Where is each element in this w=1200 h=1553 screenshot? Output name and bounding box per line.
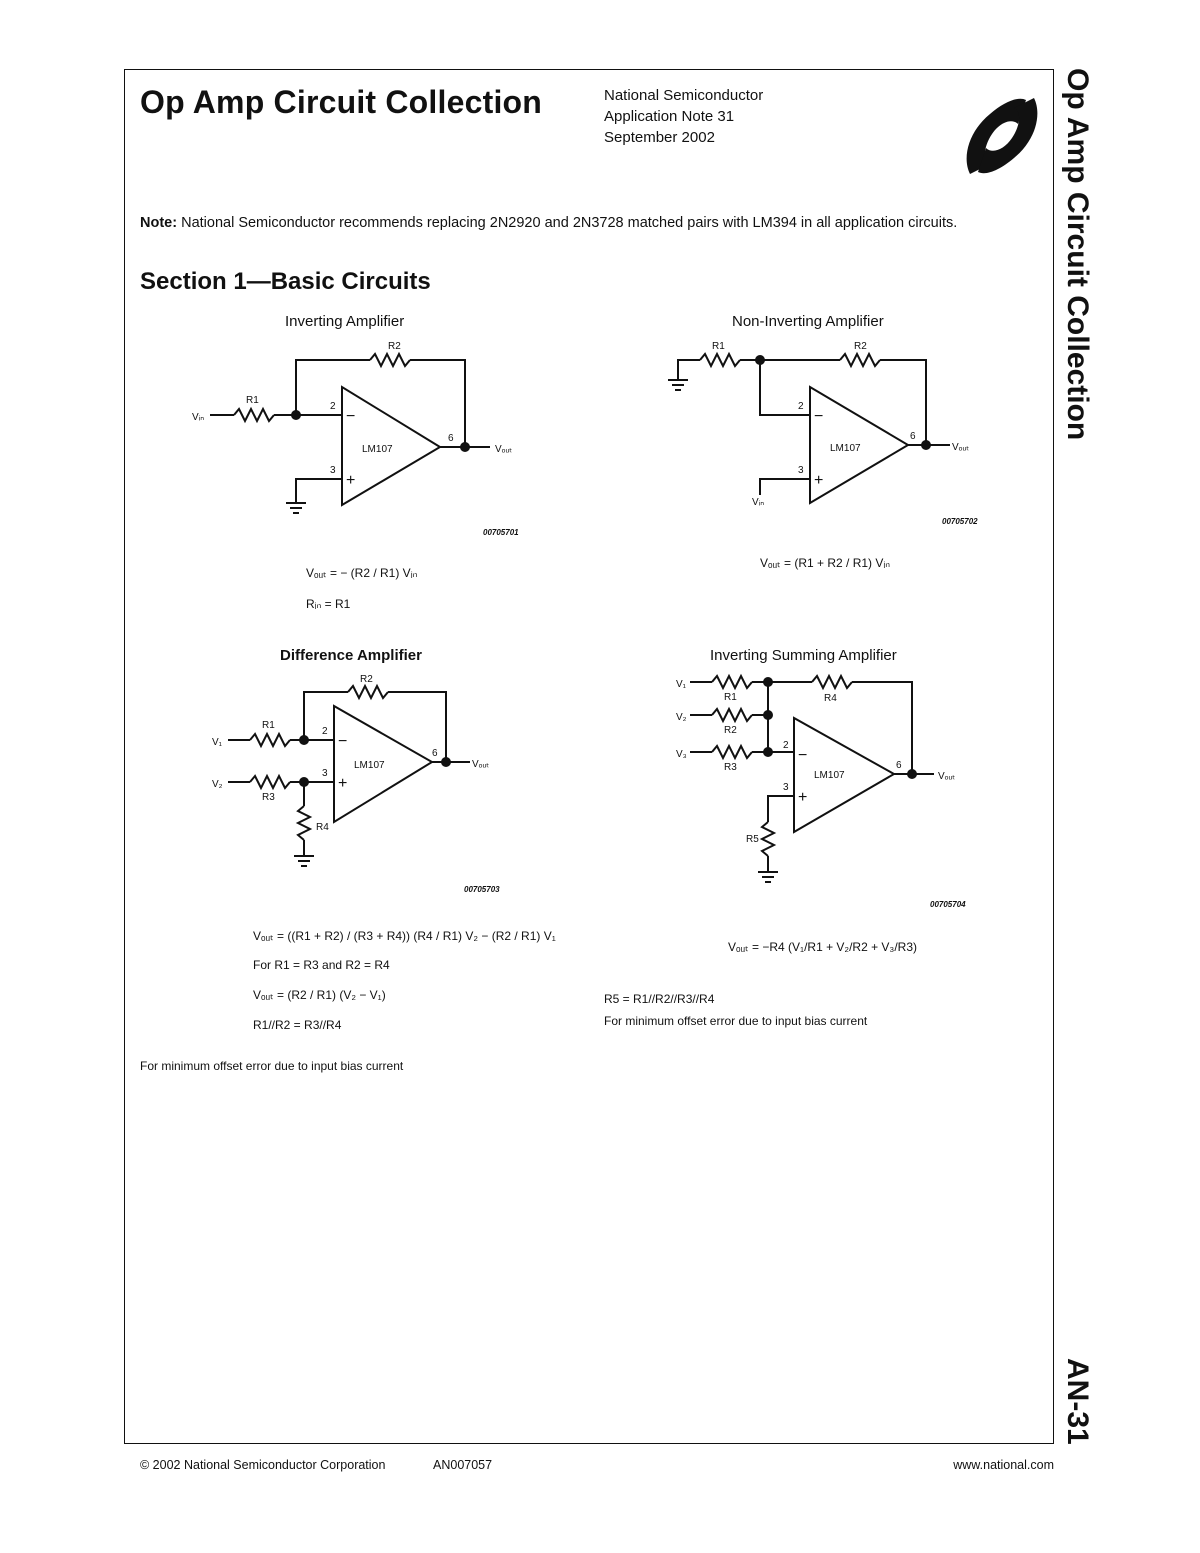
noninverting-input-sign: +: [346, 472, 355, 489]
vout-label: Vₒᵤₜ: [472, 759, 489, 770]
vin-label: Vᵢₙ: [192, 412, 204, 423]
header-info: National Semiconductor Application Note …: [604, 85, 763, 148]
difference-amplifier-title: Difference Amplifier: [280, 647, 422, 664]
page-frame: [124, 69, 1054, 1444]
vout-label: Vₒᵤₜ: [938, 771, 955, 782]
op-amp-label: LM107: [814, 770, 845, 781]
figure-number: 00705703: [464, 885, 500, 894]
noninverting-input-sign: +: [338, 775, 347, 792]
v1-label: V₁: [212, 737, 223, 748]
pin2-label: 2: [322, 726, 328, 737]
pin6-label: 6: [432, 748, 438, 759]
difference-condition: For R1 = R3 and R2 = R4: [253, 958, 390, 972]
inverting-input-sign: −: [814, 408, 823, 425]
noninverting-amplifier-title: Non-Inverting Amplifier: [732, 313, 884, 330]
r4-label: R4: [824, 693, 837, 704]
summing-bias-note: For minimum offset error due to input bi…: [604, 1014, 868, 1028]
v1-label: V₁: [676, 679, 687, 690]
difference-simplified-equation: Vₒᵤₜ = (R2 / R1) (V₂ − V₁): [253, 988, 386, 1002]
op-amp-label: LM107: [362, 444, 393, 455]
pin2-label: 2: [783, 740, 789, 751]
document-title: Op Amp Circuit Collection: [140, 84, 543, 120]
r3-label: R3: [724, 762, 737, 773]
pin6-label: 6: [910, 431, 916, 442]
national-semiconductor-logo-icon: [966, 98, 1038, 174]
difference-resistor-match: R1//R2 = R3//R4: [253, 1018, 342, 1032]
inverting-input-sign: −: [338, 733, 347, 750]
app-note-number: Application Note 31: [604, 108, 735, 125]
pin2-label: 2: [798, 401, 804, 412]
company-name: National Semiconductor: [604, 87, 764, 104]
figure-number: 00705704: [930, 900, 966, 909]
pin2-label: 2: [330, 401, 336, 412]
input-resistance-equation: Rᵢₙ = R1: [306, 597, 351, 611]
figure-number: 00705702: [942, 517, 978, 526]
r1-label: R1: [262, 720, 275, 731]
footer-doc-code: AN007057: [433, 1458, 493, 1472]
summing-gain-equation: Vₒᵤₜ = −R4 (V₁/R1 + V₂/R2 + V₃/R3): [728, 940, 917, 954]
inverting-amplifier-schematic: R2 R1 Vᵢₙ Vₒᵤₜ LM107 2 3 6 − +: [192, 341, 512, 514]
op-amp-label: LM107: [830, 443, 861, 454]
inverting-gain-equation: Vₒᵤₜ = − (R2 / R1) Vᵢₙ: [306, 566, 418, 580]
r1-label: R1: [724, 692, 737, 703]
r2-label: R2: [724, 725, 737, 736]
difference-gain-equation: Vₒᵤₜ = ((R1 + R2) / (R3 + R4)) (R4 / R1)…: [253, 929, 556, 943]
side-document-code: AN-31: [1061, 1358, 1094, 1445]
side-title: Op Amp Circuit Collection: [1061, 68, 1094, 441]
vout-label: Vₒᵤₜ: [495, 444, 512, 455]
publication-date: September 2002: [604, 129, 715, 146]
pin3-label: 3: [783, 782, 789, 793]
note-paragraph: Note: National Semiconductor recommends …: [140, 213, 1041, 233]
v2-label: V₂: [212, 779, 223, 790]
note-label: Note:: [140, 215, 178, 231]
r5-label: R5: [746, 834, 759, 845]
r4-label: R4: [316, 822, 329, 833]
r2-label: R2: [854, 341, 867, 352]
difference-bias-note: For minimum offset error due to input bi…: [140, 1059, 404, 1073]
difference-amplifier-schematic: R2 R1 R3 R4 V₁ V₂ Vₒᵤₜ LM107 2 3 6 − +: [212, 674, 489, 867]
pin3-label: 3: [798, 465, 804, 476]
op-amp-label: LM107: [354, 760, 385, 771]
note-text: National Semiconductor recommends replac…: [181, 215, 958, 231]
r1-label: R1: [712, 341, 725, 352]
r1-label: R1: [246, 395, 259, 406]
summing-r5-equation: R5 = R1//R2//R3//R4: [604, 992, 715, 1006]
r2-label: R2: [388, 341, 401, 352]
footer-url-link[interactable]: www.national.com: [953, 1458, 1054, 1472]
noninverting-amplifier-schematic: R1 R2 Vᵢₙ Vₒᵤₜ LM107 2 3 6 − +: [668, 341, 969, 508]
noninverting-gain-equation: Vₒᵤₜ = (R1 + R2 / R1) Vᵢₙ: [760, 556, 891, 570]
noninverting-input-sign: +: [814, 472, 823, 489]
inverting-amplifier-title: Inverting Amplifier: [285, 313, 405, 330]
inverting-input-sign: −: [346, 408, 355, 425]
figure-number: 00705701: [483, 528, 519, 537]
r2-label: R2: [360, 674, 373, 685]
pin6-label: 6: [448, 433, 454, 444]
summing-amplifier-schematic: R1 R2 R3 R4 R5 V₁ V₂ V₃ Vₒᵤₜ LM107 2 3 6…: [676, 673, 955, 883]
section-title: Section 1—Basic Circuits: [140, 268, 431, 295]
noninverting-input-sign: +: [798, 789, 807, 806]
pin3-label: 3: [330, 465, 336, 476]
v3-label: V₃: [676, 749, 687, 760]
v2-label: V₂: [676, 712, 687, 723]
vin-label: Vᵢₙ: [752, 497, 764, 508]
footer-copyright: © 2002 National Semiconductor Corporatio…: [140, 1458, 386, 1472]
pin6-label: 6: [896, 760, 902, 771]
inverting-input-sign: −: [798, 747, 807, 764]
vout-label: Vₒᵤₜ: [952, 442, 969, 453]
pin3-label: 3: [322, 768, 328, 779]
summing-amplifier-title: Inverting Summing Amplifier: [710, 647, 897, 664]
r3-label: R3: [262, 792, 275, 803]
